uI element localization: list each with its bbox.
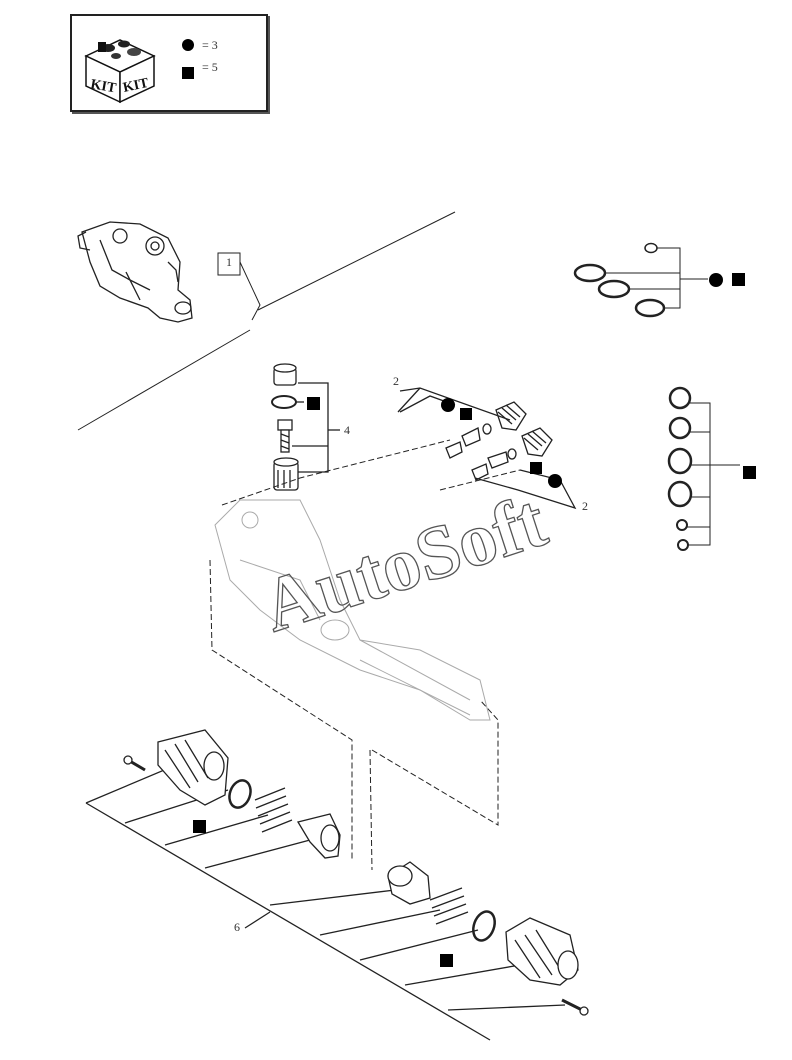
callout-number-2a: 2 (393, 374, 399, 388)
kit-square-marker-5 (530, 462, 542, 474)
valve-assembly-thumbnail (77, 221, 193, 323)
legend-square-count: = 5 (202, 60, 218, 74)
callout-number-4: 4 (344, 423, 350, 437)
watermark-text: AutoSoft (253, 478, 556, 648)
kit-square-marker-3 (307, 397, 320, 410)
spring-kit-bottom (85, 729, 589, 1041)
relief-valve-parts (397, 387, 577, 510)
kit-circle-marker-2 (441, 398, 455, 412)
kit-square-marker-1 (732, 273, 745, 286)
svg-text:KIT: KIT (122, 76, 151, 96)
legend-circle-count: = 3 (202, 38, 218, 52)
svg-text:KIT: KIT (89, 77, 118, 96)
square-marker-icon (182, 67, 194, 79)
kit-square-marker-4 (460, 408, 472, 420)
kit-square-marker-2 (743, 466, 756, 479)
seal-kit-top-right (573, 242, 708, 318)
valve-section-outline (209, 439, 521, 871)
kit-box-icon: KIT KIT (84, 39, 156, 104)
seal-kit-right (667, 386, 740, 551)
kit-legend-box: KIT KIT = 3 = 5 (70, 14, 268, 112)
legend-symbols (182, 39, 194, 79)
valve-section-body (214, 499, 491, 721)
kit-square-marker-6 (193, 820, 206, 833)
callout-number-6: 6 (234, 920, 240, 934)
check-valve-parts (271, 363, 340, 491)
callout-box-1 (217, 252, 241, 276)
assembly-line-right (257, 211, 456, 311)
kit-circle-marker-3 (548, 474, 562, 488)
circle-marker-icon (182, 39, 194, 51)
assembly-line-left (77, 329, 251, 431)
callout-number-2b: 2 (582, 499, 588, 513)
kit-circle-marker-1 (709, 273, 723, 287)
kit-square-marker-7 (440, 954, 453, 967)
callout-number-1: 1 (226, 255, 232, 269)
